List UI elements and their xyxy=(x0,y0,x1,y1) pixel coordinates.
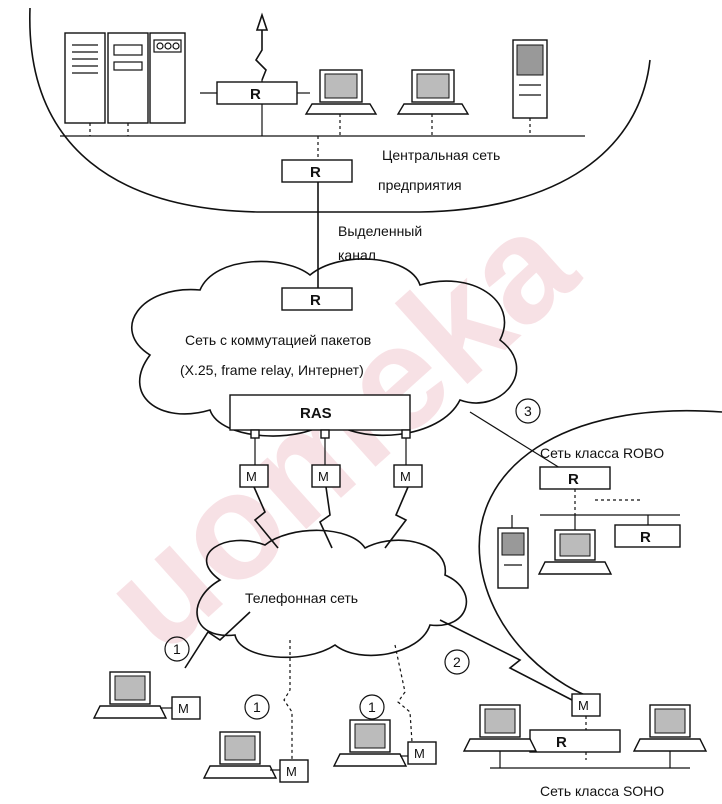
svg-text:M: M xyxy=(400,469,411,484)
link-number-2-label: 2 xyxy=(453,654,461,670)
svg-text:M: M xyxy=(414,746,425,761)
router-icon: R xyxy=(200,82,310,104)
link-number-1-label-2: 1 xyxy=(253,699,261,715)
central-net-label-2: предприятия xyxy=(378,177,462,193)
router-icon: R xyxy=(615,525,680,547)
svg-text:R: R xyxy=(640,529,651,546)
modem-icon: M xyxy=(572,694,600,716)
svg-text:R: R xyxy=(310,164,321,181)
router-icon: R xyxy=(282,288,352,310)
tower-pc-icon xyxy=(513,40,547,136)
tower-pc-icon xyxy=(498,515,528,588)
phone-link xyxy=(395,645,412,742)
modem-icon: M xyxy=(312,465,340,487)
svg-text:M: M xyxy=(578,698,589,713)
phone-link xyxy=(284,640,292,762)
svg-text:RAS: RAS xyxy=(300,405,332,422)
central-net-label: Центральная сеть xyxy=(382,147,500,163)
telephone-network-label: Телефонная сеть xyxy=(245,590,358,606)
workstation-icon xyxy=(539,515,611,574)
link-number-1-label-3: 1 xyxy=(368,699,376,715)
soho-label: Сеть класса SOHO xyxy=(540,783,664,799)
server-rack-icon xyxy=(65,33,185,136)
svg-text:M: M xyxy=(318,469,329,484)
workstation-icon xyxy=(398,70,468,136)
packet-network-label-2: (X.25, frame relay, Интернет) xyxy=(180,362,364,378)
svg-text:M: M xyxy=(246,469,257,484)
modem-icon: M xyxy=(240,465,268,487)
workstation-icon xyxy=(204,732,276,778)
svg-text:R: R xyxy=(568,471,579,488)
modem-icon: M xyxy=(172,697,200,719)
svg-text:M: M xyxy=(178,701,189,716)
router-icon: R xyxy=(282,160,352,182)
router-icon: R xyxy=(540,467,610,489)
packet-network-label: Сеть с коммутацией пакетов xyxy=(185,332,371,348)
router-icon: R xyxy=(530,730,620,752)
svg-text:R: R xyxy=(310,292,321,309)
modem-icon: M xyxy=(408,742,436,764)
modem-icon: M xyxy=(394,465,422,487)
svg-text:R: R xyxy=(556,734,567,751)
modem-icon: M xyxy=(280,760,308,782)
workstation-icon xyxy=(306,70,376,136)
svg-text:M: M xyxy=(286,764,297,779)
leased-line-label: Выделенный xyxy=(338,223,422,239)
antenna-icon xyxy=(256,15,267,136)
link-number-1-label: 1 xyxy=(173,641,181,657)
svg-text:R: R xyxy=(250,86,261,103)
workstation-icon xyxy=(94,672,166,718)
link-number-3-label: 3 xyxy=(524,403,532,419)
workstation-icon xyxy=(634,705,706,768)
workstation-icon xyxy=(464,705,536,768)
workstation-icon xyxy=(334,720,406,766)
robo-label: Сеть класса ROBO xyxy=(540,445,664,461)
